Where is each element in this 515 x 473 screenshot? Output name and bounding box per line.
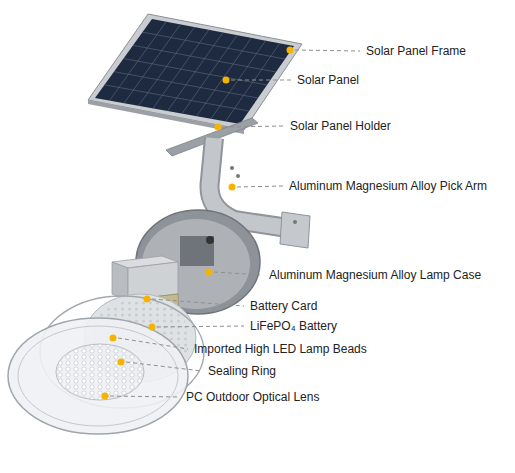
cell-line <box>153 30 209 109</box>
part-label: Solar Panel <box>297 73 359 87</box>
part-label: Solar Panel Holder <box>290 119 391 133</box>
part-label-box: Solar Panel <box>297 70 359 88</box>
part-label-box: Solar Panel Frame <box>366 41 466 59</box>
leader-line <box>152 299 244 306</box>
part-label: Battery Card <box>250 299 317 313</box>
leader-line <box>118 338 188 349</box>
part-label: LiFePO₄ Battery <box>250 319 337 333</box>
leader-line <box>237 186 283 187</box>
callout-dot <box>102 393 109 400</box>
callout-dot <box>206 269 213 276</box>
callout-dot <box>287 47 294 54</box>
cell-line <box>226 43 280 121</box>
part-label-box: PC Outdoor Optical Lens <box>186 387 319 405</box>
callout-dot <box>229 184 236 191</box>
part-label: Solar Panel Frame <box>366 44 466 58</box>
leader-line <box>231 80 291 81</box>
part-label-box: Aluminum Magnesium Alloy Lamp Case <box>269 265 481 283</box>
callout-dot <box>149 324 156 331</box>
callout-dot <box>110 335 117 342</box>
leader-line <box>214 272 263 275</box>
callout-dot <box>118 359 125 366</box>
part-label-box: Battery Card <box>250 296 317 314</box>
part-label-box: Imported High LED Lamp Beads <box>194 339 367 357</box>
leader-line <box>110 396 180 397</box>
part-label-box: Sealing Ring <box>208 361 276 379</box>
leader-line <box>126 362 202 371</box>
part-label: Aluminum Magnesium Alloy Lamp Case <box>269 268 481 282</box>
part-label-box: LiFePO₄ Battery <box>250 316 337 334</box>
part-label: Imported High LED Lamp Beads <box>194 342 367 356</box>
leader-line <box>157 326 244 327</box>
leader-line <box>223 126 284 127</box>
callout-dot <box>223 77 230 84</box>
callout-dot <box>144 296 151 303</box>
part-label-box: Solar Panel Holder <box>290 116 391 134</box>
part-label: Aluminum Magnesium Alloy Pick Arm <box>289 179 487 193</box>
part-label: PC Outdoor Optical Lens <box>186 390 319 404</box>
cell-line <box>197 38 252 116</box>
cell-line <box>182 35 237 113</box>
part-label-box: Aluminum Magnesium Alloy Pick Arm <box>289 176 487 194</box>
callout-dot <box>215 124 222 131</box>
cell-line <box>139 27 195 106</box>
leader-line <box>295 50 360 51</box>
cell-line <box>168 33 224 112</box>
part-label: Sealing Ring <box>208 364 276 378</box>
cell-line <box>110 22 167 101</box>
cell-line <box>124 24 180 103</box>
